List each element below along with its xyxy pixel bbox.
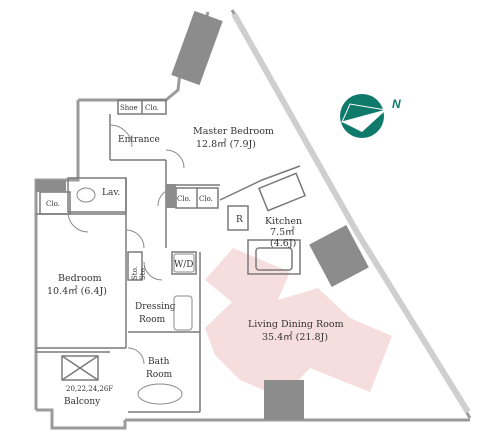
vanity — [173, 295, 193, 331]
entrance-label: Entrance — [118, 135, 160, 145]
bath-line1: Bath — [148, 357, 170, 367]
living-area: 35.4㎡ (21.8J) — [262, 332, 328, 343]
clo-entrance-label: Clo. — [145, 104, 159, 112]
bedroom-area: 10.4㎡ (6.4J) — [47, 286, 107, 297]
fixtures — [76, 187, 195, 405]
lav-label: Lav. — [102, 188, 120, 198]
doors — [67, 124, 185, 365]
window-strip — [231, 12, 471, 414]
dressing-line2: Room — [139, 315, 166, 325]
room-labels: Shoe Clo. Entrance Master Bedroom 12.8㎡ … — [46, 104, 344, 407]
sto2-label: Sto. — [139, 266, 147, 280]
refrigerator-label: R — [236, 215, 243, 225]
sto1-label: Sto. — [131, 266, 139, 280]
washing-machine — [173, 253, 195, 273]
master-bedroom-area: 12.8㎡ (7.9J) — [196, 139, 256, 150]
master-bedroom-name: Master Bedroom — [193, 126, 274, 137]
dressing-line1: Dressing — [135, 302, 176, 312]
bath-line2: Room — [146, 370, 173, 380]
toilet — [76, 187, 96, 203]
living-name: Living Dining Room — [248, 319, 344, 330]
kitchen-name: Kitchen — [265, 216, 302, 227]
wd-label: W/D — [174, 260, 194, 270]
shoe-label: Shoe — [120, 104, 138, 112]
living-room-highlight — [205, 248, 392, 398]
balcony-label: Balcony — [64, 397, 101, 407]
floors-label: 20,22,24,26F — [66, 385, 113, 393]
kitchen-area: 7.5㎡ — [270, 227, 295, 238]
columns — [36, 10, 369, 420]
clo-left-label: Clo. — [46, 200, 60, 208]
inner-walls — [36, 99, 307, 413]
compass-icon: N — [340, 94, 401, 138]
compass-north-label: N — [392, 97, 401, 111]
clo-mid1-label: Clo. — [177, 195, 191, 203]
bathtub — [137, 383, 183, 405]
clo-mid2-label: Clo. — [199, 195, 213, 203]
kitchen-area-j: (4.6J) — [270, 238, 296, 249]
bedroom-name: Bedroom — [58, 273, 102, 284]
